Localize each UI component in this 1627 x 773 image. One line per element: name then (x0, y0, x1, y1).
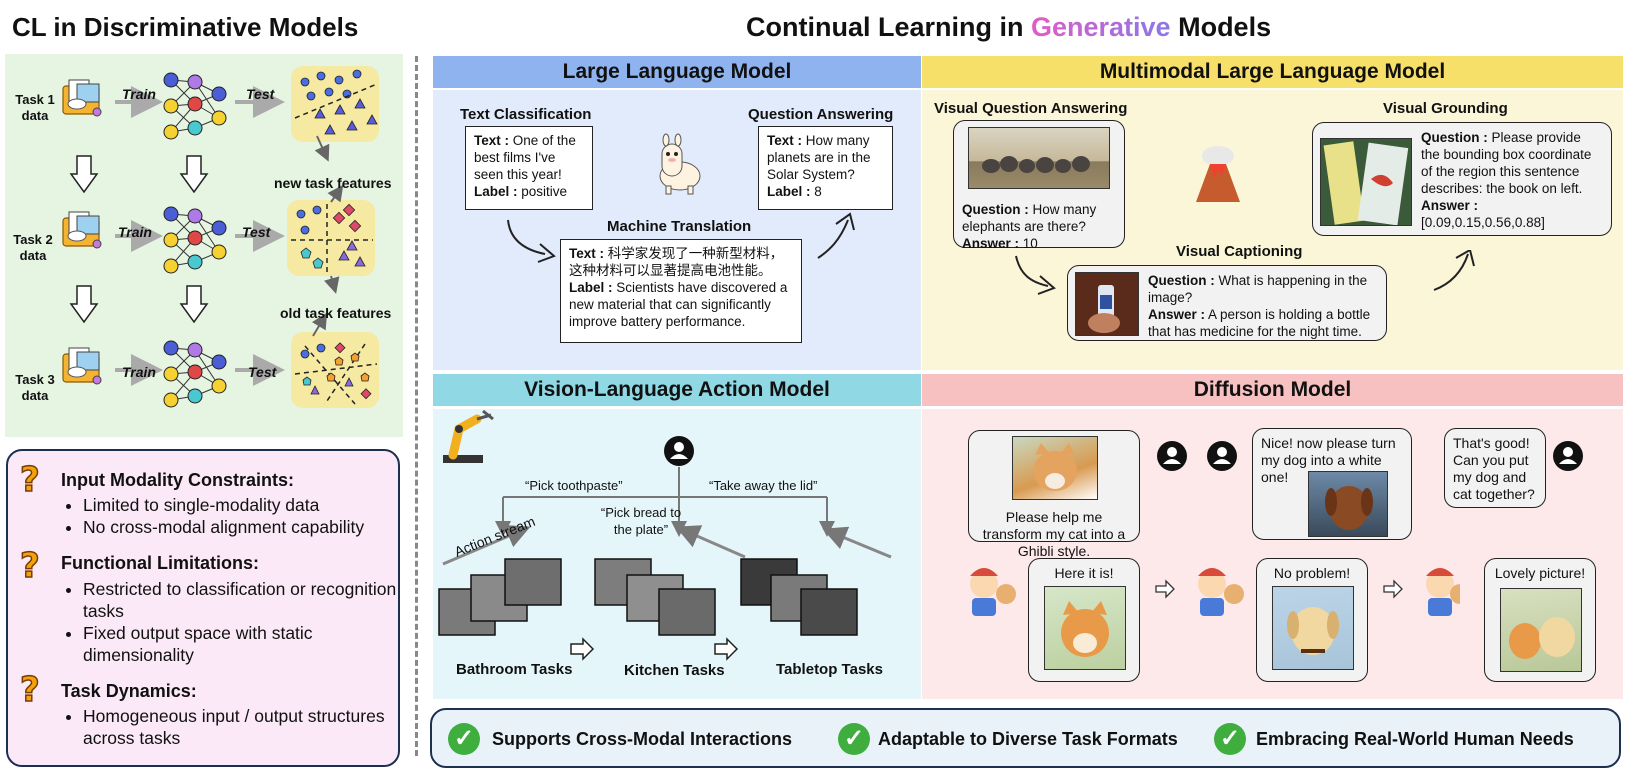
limitation-list-1: Limited to single-modality data No cross… (61, 494, 364, 538)
artist-icon (970, 568, 1016, 616)
limitation-heading-3: Task Dynamics: (61, 681, 197, 701)
check-icon: ✓ (838, 723, 870, 755)
medicine-image (1075, 272, 1139, 336)
white-dog-image (1272, 586, 1354, 670)
old-task-features: old task features (280, 305, 392, 321)
elephants-image (968, 127, 1110, 189)
vla-task-1: Bathroom Tasks (456, 661, 573, 678)
diffusion-header: Diffusion Model (922, 374, 1623, 406)
machine-translation-title: Machine Translation (607, 218, 752, 235)
visual-grounding-title: Visual Grounding (1383, 100, 1508, 117)
test-label-3: Test (248, 364, 277, 380)
question-mark-icon: ? (19, 669, 40, 711)
vla-header: Vision-Language Action Model (433, 374, 921, 406)
question-mark-icon: ? (19, 459, 40, 501)
footer-item-2: Adaptable to Diverse Task Formats (878, 729, 1178, 749)
vla-task-2: Kitchen Tasks (624, 662, 725, 679)
discriminative-diagram (62, 66, 379, 408)
divider (415, 56, 418, 756)
limitation-item: Restricted to classification or recognit… (83, 578, 403, 622)
main-title-highlight: Generative (1031, 12, 1171, 42)
user-icon (1553, 441, 1583, 471)
left-title: CL in Discriminative Models (12, 12, 359, 42)
alpaca-icon (648, 132, 708, 196)
mllm-flow-arrows (1015, 250, 1475, 295)
artist-icon (1426, 568, 1460, 616)
dog-image (1308, 471, 1388, 537)
artist-icons (970, 568, 1460, 616)
limitation-item: Limited to single-modality data (83, 494, 364, 516)
limitation-item: No cross-modal alignment capability (83, 516, 364, 538)
limitation-list-3: Homogeneous input / output structures ac… (61, 705, 403, 749)
main-title: Continual Learning in Generative Models (746, 12, 1271, 43)
text-classification-card: Text : One of the best films I've seen t… (465, 126, 593, 210)
user-message-3: That's good! Can you put my dog and cat … (1444, 428, 1546, 508)
vqa-title: Visual Question Answering (934, 100, 1128, 117)
machine-translation-card: Text : 科学家发现了一种新型材料，这种材料可以显著提高电池性能。 Labe… (560, 239, 802, 343)
user-icon (1207, 441, 1237, 471)
question-mark-icon: ? (19, 545, 40, 587)
limitation-heading-2: Functional Limitations: (61, 553, 259, 573)
dog-and-cat-image (1500, 588, 1582, 672)
footer-item-3: Embracing Real-World Human Needs (1256, 729, 1574, 749)
check-icon: ✓ (1214, 723, 1246, 755)
robot-arm-icon (443, 409, 494, 463)
main-title-prefix: Continual Learning in (746, 12, 1031, 42)
mllm-header: Multimodal Large Language Model (922, 56, 1623, 88)
user-icons (1157, 441, 1583, 471)
limitation-item: Fixed output space with static dimension… (83, 622, 403, 666)
instruction-2: “Pick bread to the plate” (600, 505, 682, 537)
llm-header: Large Language Model (433, 56, 921, 88)
instruction-1: “Pick toothpaste” (525, 478, 623, 493)
limitation-list-2: Restricted to classification or recognit… (61, 578, 403, 666)
instruction-3: “Take away the lid” (709, 478, 818, 493)
volcano-icon (1188, 140, 1248, 209)
test-label-1: Test (246, 86, 275, 102)
check-icon: ✓ (448, 723, 480, 755)
question-answering-card: Text : How many planets are in the Solar… (758, 126, 893, 210)
cat-image (1012, 436, 1098, 500)
limitation-item: Homogeneous input / output structures ac… (83, 705, 403, 749)
text-classification-title: Text Classification (460, 106, 592, 123)
vla-diagram (438, 409, 892, 661)
vla-task-3: Tabletop Tasks (776, 661, 883, 678)
footer-item-1: Supports Cross-Modal Interactions (492, 729, 793, 749)
artist-icon (1198, 568, 1244, 616)
train-label-3: Train (122, 364, 156, 380)
llm-flow-arrows (507, 212, 855, 263)
question-answering-title: Question Answering (748, 106, 894, 123)
ghibli-cat-image (1044, 586, 1126, 670)
limitation-heading-1: Input Modality Constraints: (61, 470, 294, 490)
new-task-features: new task features (274, 175, 392, 191)
footer-panel (430, 708, 1621, 768)
books-image (1320, 138, 1412, 226)
user-icon (1157, 441, 1187, 471)
train-label-1: Train (122, 86, 156, 102)
visual-captioning-title: Visual Captioning (1176, 243, 1303, 260)
test-label-2: Test (242, 224, 271, 240)
limitations-panel (6, 449, 400, 767)
main-title-suffix: Models (1170, 12, 1272, 42)
train-label-2: Train (118, 224, 152, 240)
